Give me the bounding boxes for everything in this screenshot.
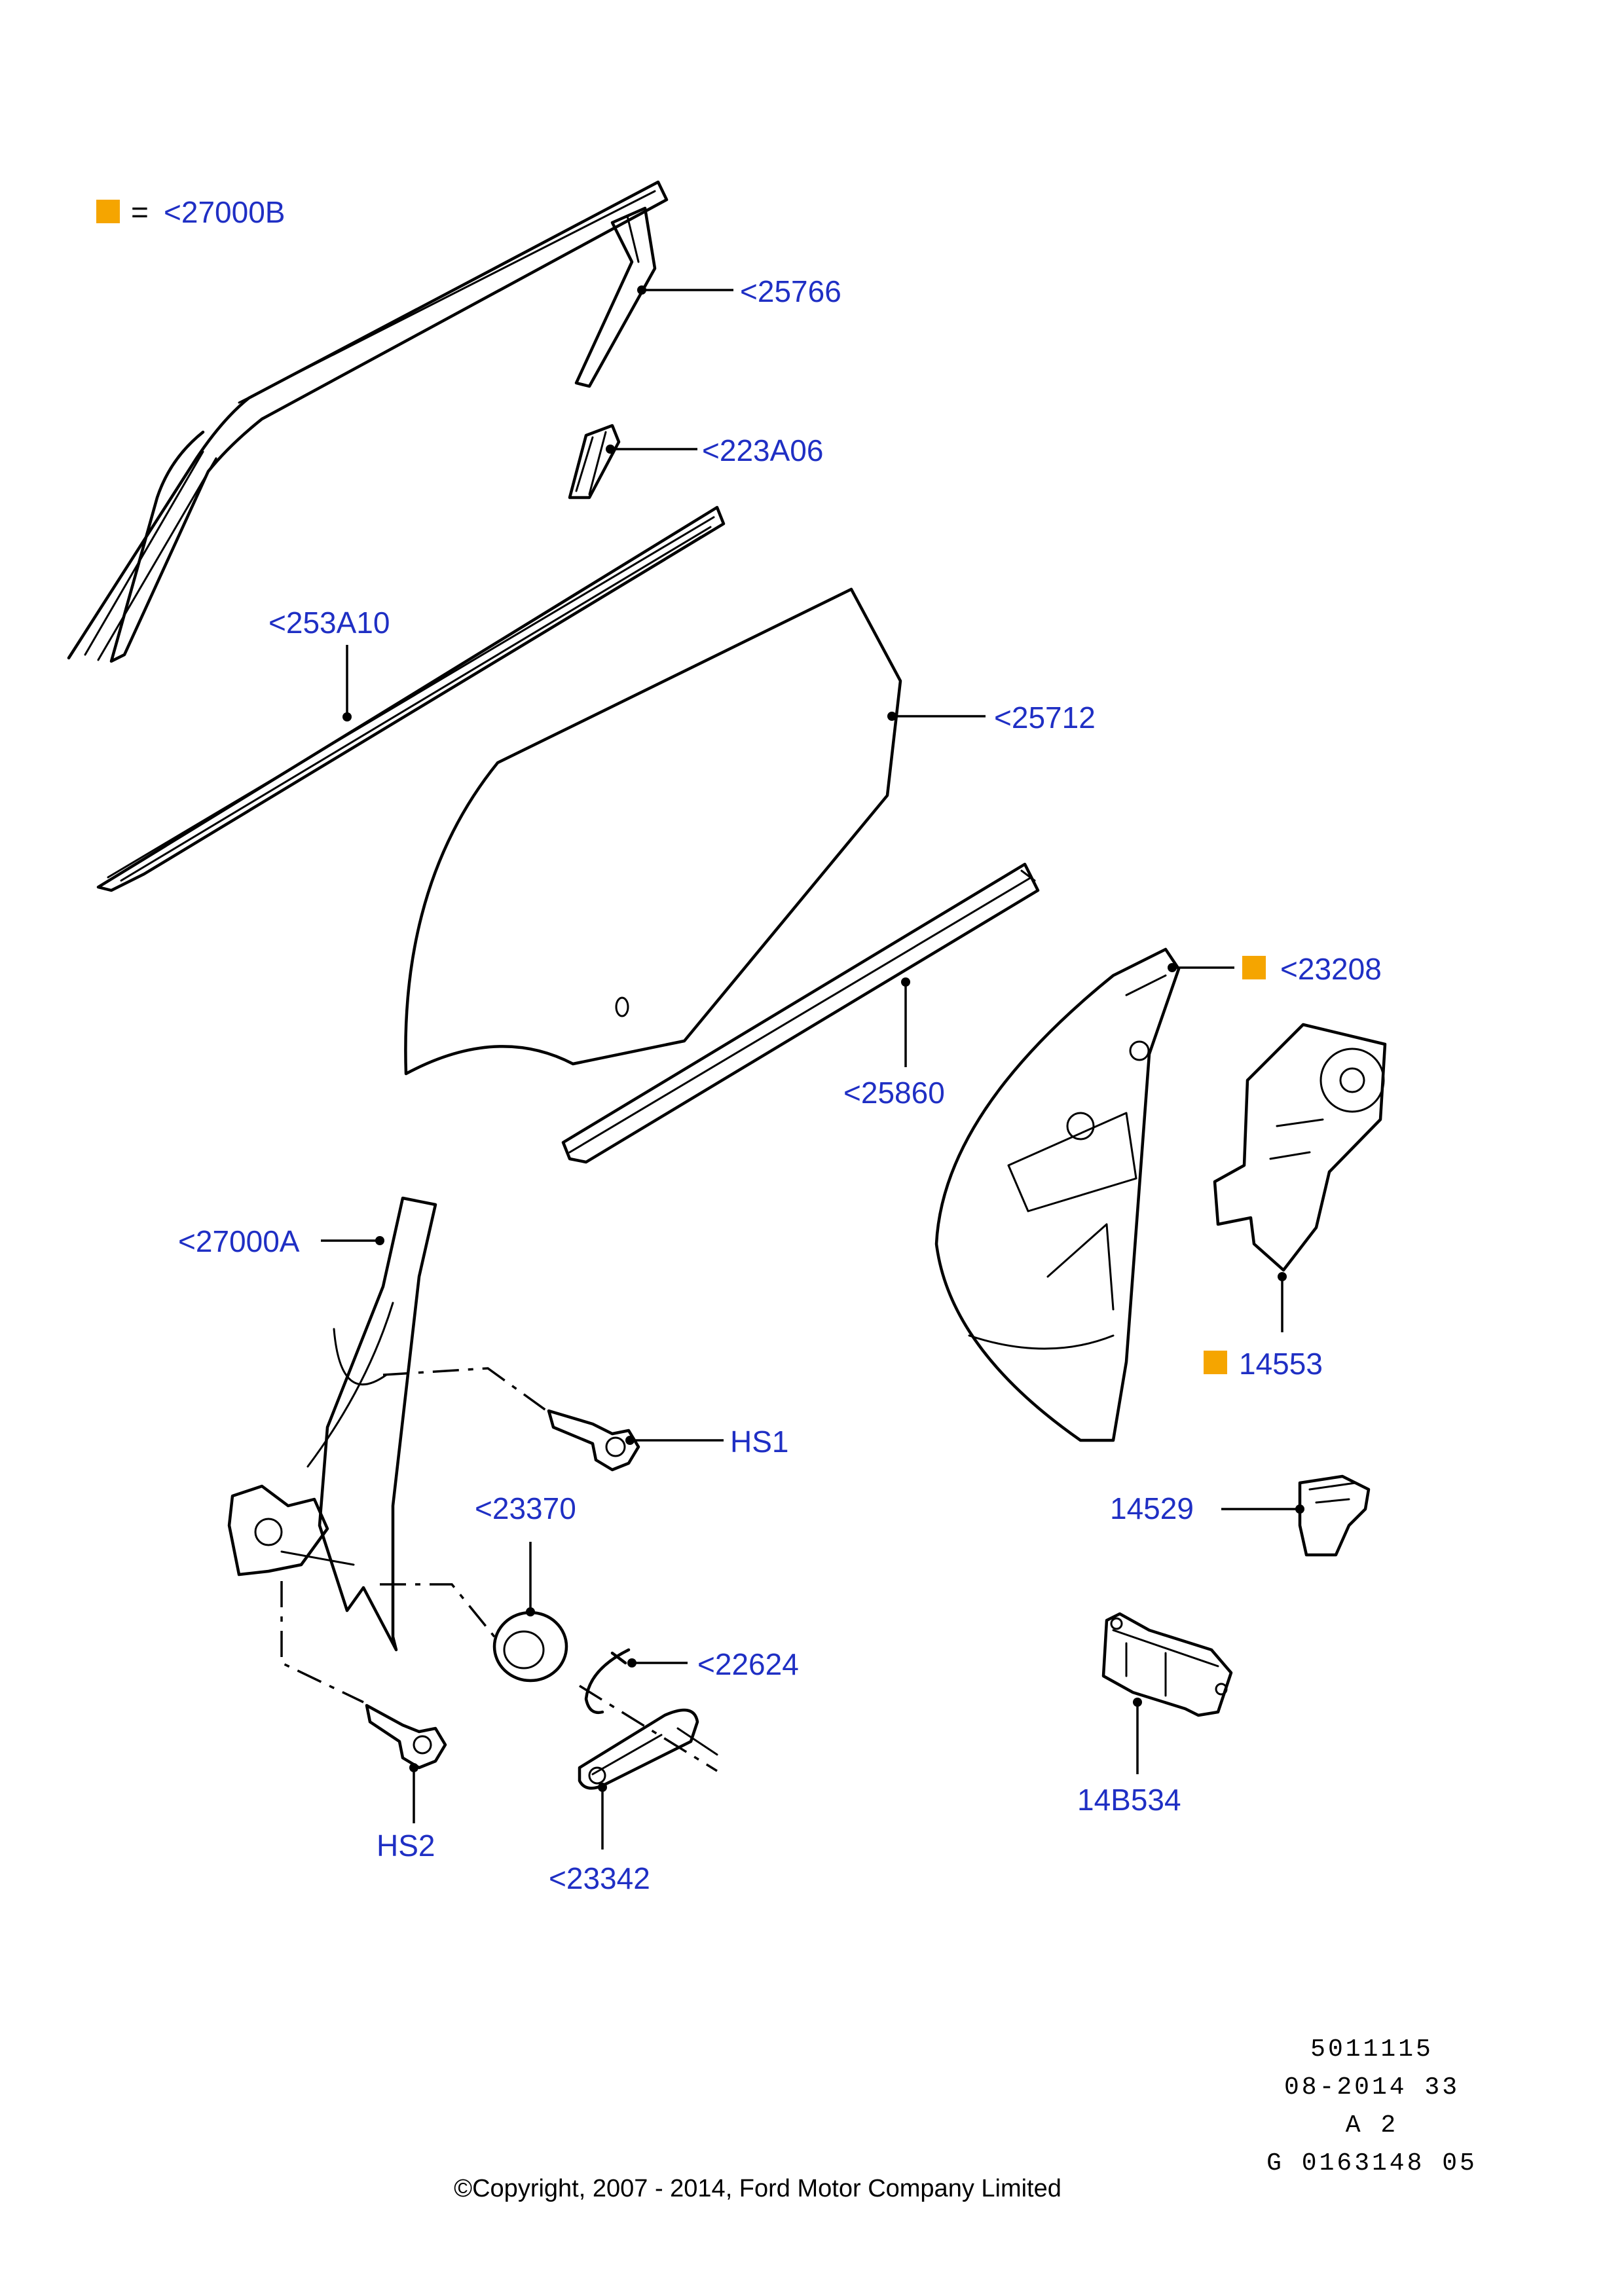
part-window-regulator-23208[interactable]	[934, 947, 1181, 1442]
info-line-1: 5011115	[1310, 2035, 1433, 2064]
part-door-frame-moulding-25766[interactable]	[67, 180, 669, 663]
part-spring-clip-22624[interactable]	[584, 1648, 631, 1715]
callout-27000A[interactable]: <27000A	[178, 1224, 300, 1258]
legend-marker	[96, 200, 120, 223]
part-switch-14529[interactable]	[1298, 1474, 1371, 1557]
part-handle-bezel-23370[interactable]	[492, 1611, 568, 1683]
part-screw-hs1[interactable]	[547, 1409, 640, 1472]
part-clip-223A06[interactable]	[568, 424, 621, 500]
info-line-4: G 0163148 05	[1266, 2149, 1477, 2178]
marker-23208	[1242, 956, 1266, 979]
callout-23208[interactable]: <23208	[1280, 952, 1382, 986]
info-block: 5011115 08-2014 33 A 2 G 0163148 05	[1266, 2035, 1477, 2178]
part-control-module-14B534[interactable]	[1101, 1612, 1233, 1717]
callout-labels: <25766 <223A06 <253A10 <25712 <25860 <23…	[178, 274, 1382, 1895]
copyright-notice: ©Copyright, 2007 - 2014, Ford Motor Comp…	[454, 2175, 1061, 2202]
part-crank-handle-23342[interactable]	[578, 1708, 718, 1790]
assembly-lines	[280, 1367, 718, 1772]
callout-22624[interactable]: <22624	[697, 1647, 799, 1681]
part-window-motor-14553[interactable]	[1213, 1023, 1387, 1272]
info-line-2: 08-2014 33	[1284, 2073, 1460, 2102]
callout-223A06[interactable]: <223A06	[702, 433, 823, 467]
part-screw-hs2[interactable]	[365, 1704, 447, 1770]
marker-14553	[1204, 1351, 1227, 1374]
callout-253A10[interactable]: <253A10	[268, 606, 390, 640]
callout-23342[interactable]: <23342	[549, 1861, 650, 1895]
callout-23370[interactable]: <23370	[475, 1491, 576, 1525]
callout-25766[interactable]: <25766	[740, 274, 841, 308]
callout-25712[interactable]: <25712	[994, 701, 1096, 735]
callout-14B534[interactable]: 14B534	[1077, 1783, 1181, 1817]
callout-hs1[interactable]: HS1	[730, 1425, 788, 1459]
legend-symbol: =	[131, 195, 149, 229]
part-door-glass-25712[interactable]	[404, 587, 902, 1076]
part-belt-weatherstrip-253A10[interactable]	[96, 505, 726, 892]
callout-14553[interactable]: 14553	[1239, 1347, 1323, 1381]
leader-lines	[321, 285, 1304, 1850]
legend-label: <27000B	[164, 195, 285, 229]
info-line-3: A 2	[1346, 2111, 1398, 2140]
legend: = <27000B	[96, 195, 285, 229]
callout-25860[interactable]: <25860	[843, 1076, 945, 1110]
callout-hs2[interactable]: HS2	[377, 1829, 435, 1863]
part-regulator-assembly-27000A[interactable]	[227, 1196, 437, 1652]
callout-14529[interactable]: 14529	[1110, 1491, 1194, 1525]
part-outer-weatherstrip-25860[interactable]	[561, 862, 1040, 1164]
